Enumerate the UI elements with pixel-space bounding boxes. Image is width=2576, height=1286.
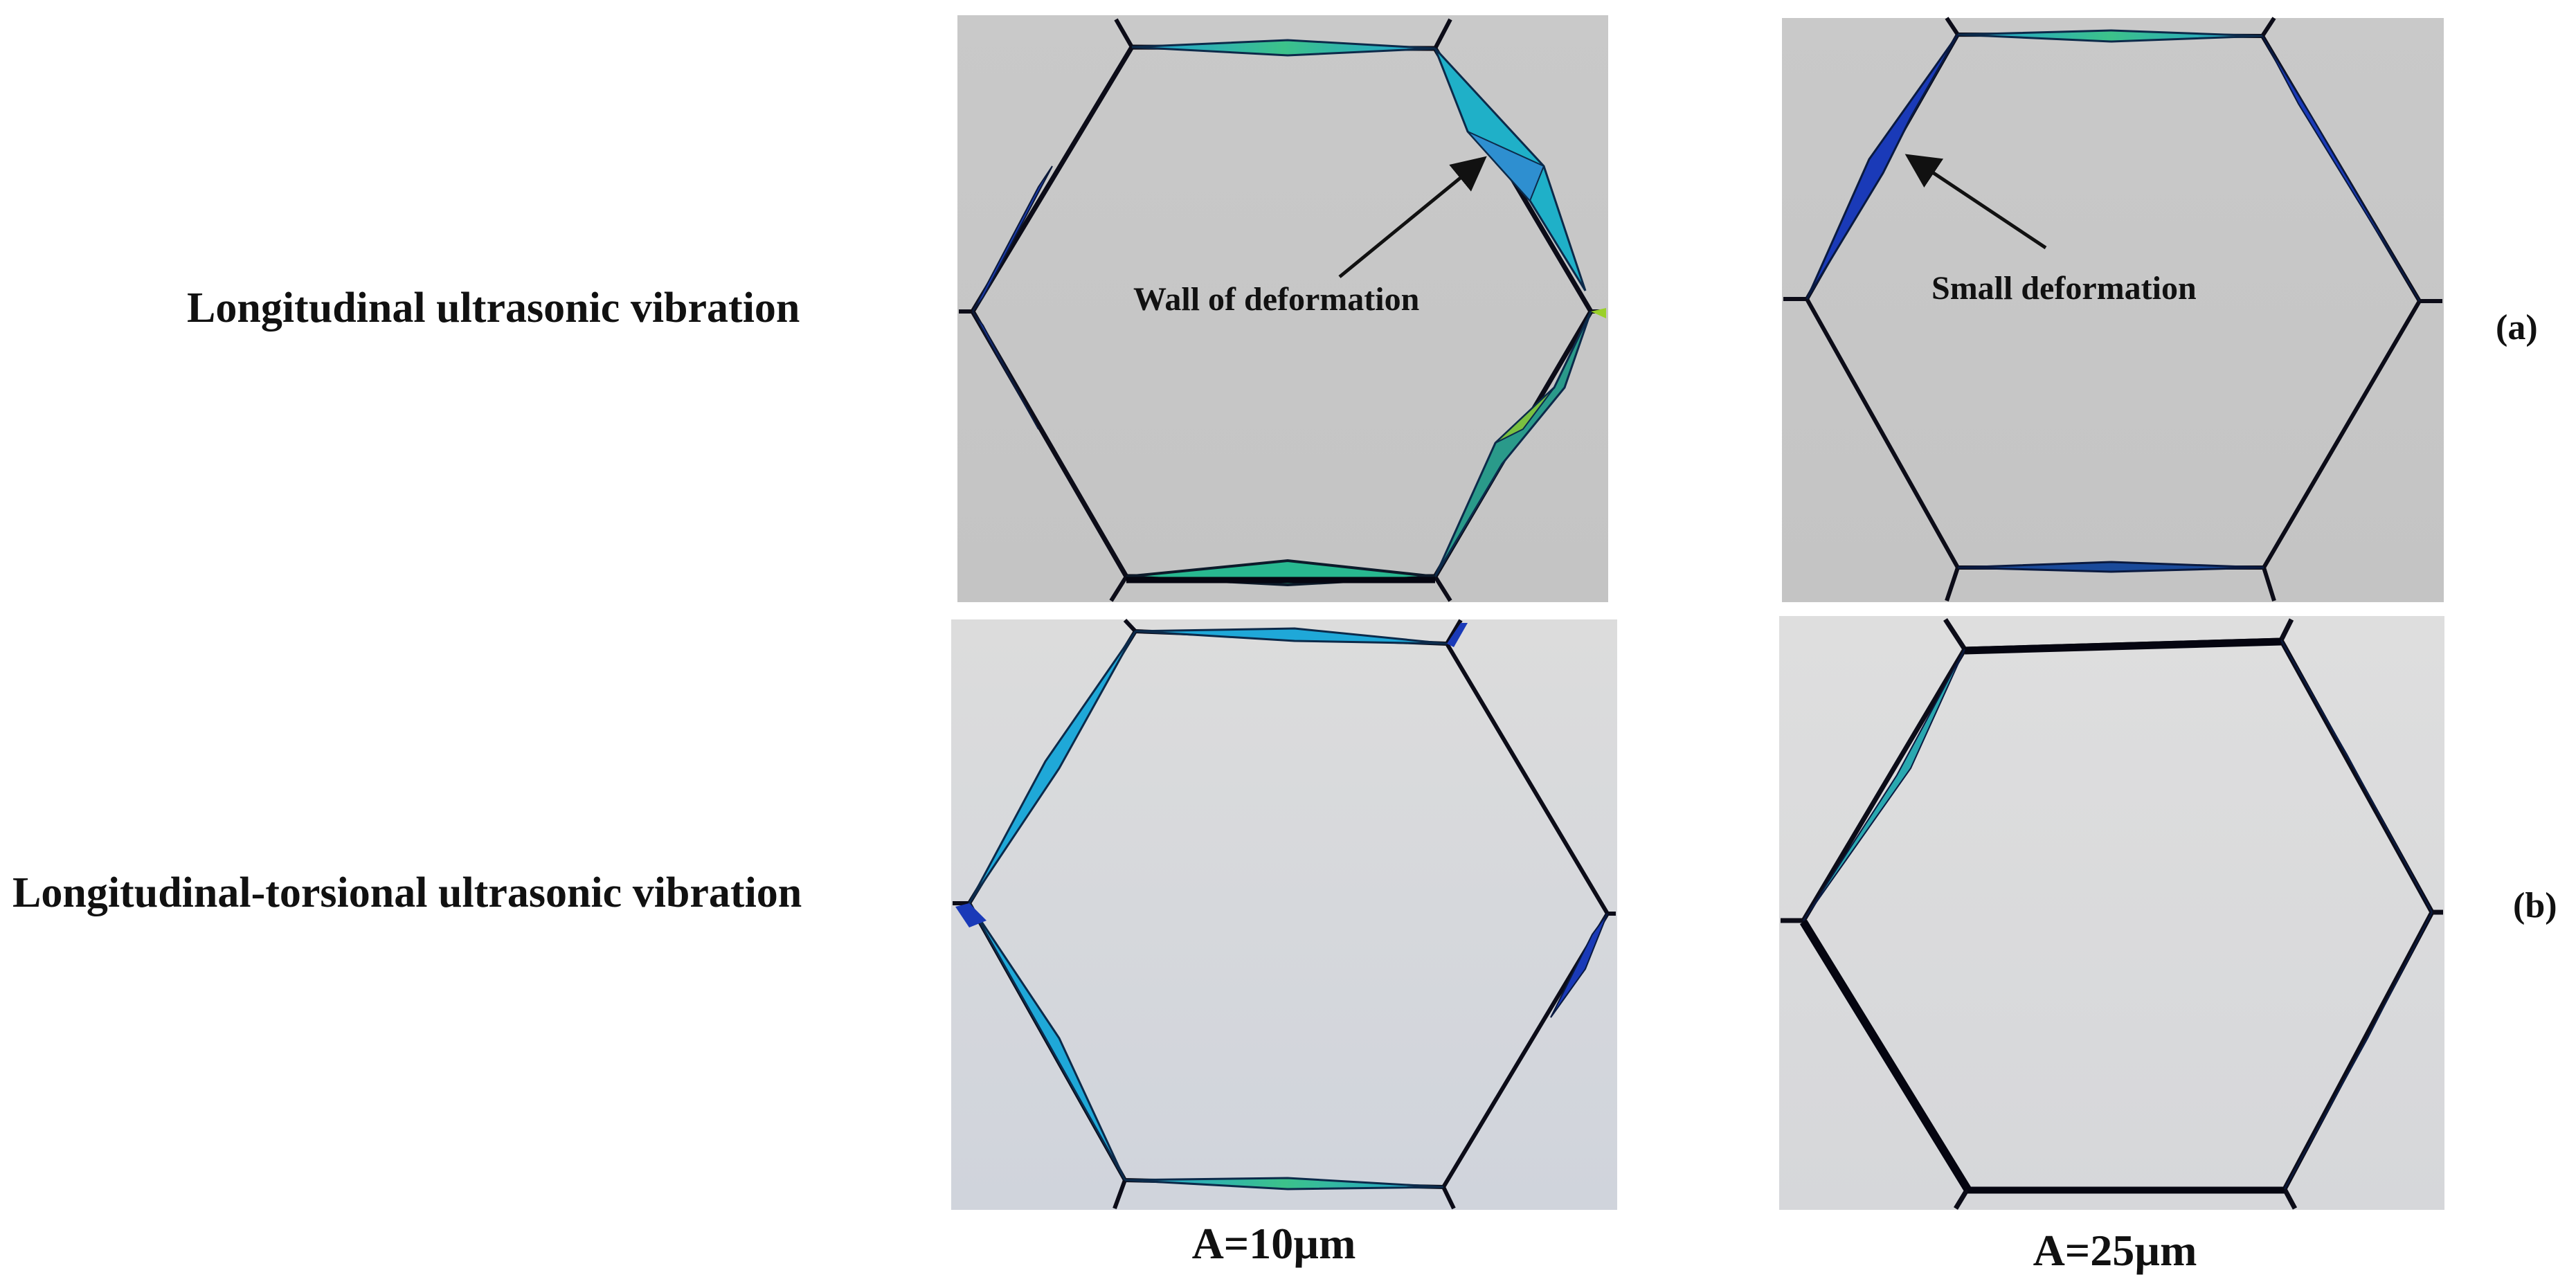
deformation-right-wall — [1550, 913, 1608, 1018]
panel-longitudinal-torsional-10um — [951, 618, 1617, 1210]
row-label-longitudinal-torsional: Longitudinal-torsional ultrasonic vibrat… — [12, 869, 802, 916]
deformation-facet — [1467, 131, 1545, 202]
row-tag-a: (a) — [2496, 308, 2538, 347]
column-label-25um: A=25µm — [2033, 1226, 2197, 1275]
deformation-facet — [1495, 387, 1555, 444]
deformation-left-upper-wall — [1805, 34, 1959, 300]
row-tag-b: (b) — [2513, 886, 2557, 925]
top-wall-edge — [1964, 637, 2282, 655]
annotation-small-deformation: Small deformation — [1931, 270, 2197, 307]
deformation-facet — [955, 903, 987, 927]
adjacent-cell-edges — [953, 618, 1616, 1210]
annotation-wall-of-deformation: Wall of deformation — [1133, 281, 1419, 318]
column-label-10um: A=10µm — [1192, 1219, 1356, 1268]
deformation-bottom-wall — [1124, 1177, 1444, 1190]
adjacent-cell-edges — [959, 18, 1606, 602]
annotation-arrow — [1904, 154, 2047, 250]
panel-longitudinal-torsional-25um — [1779, 616, 2444, 1210]
adjacent-cell-edges — [1783, 17, 2442, 601]
deformation-bottom-wall — [1957, 561, 2264, 573]
deformation-facet — [1447, 623, 1468, 647]
panel-background — [1782, 18, 2444, 602]
deformation-left-wall — [972, 165, 1053, 312]
deformation-right-upper-wall — [2262, 35, 2420, 302]
panel-longitudinal-25um: Small deformation — [1782, 17, 2444, 602]
annotation-arrow — [1338, 156, 1487, 278]
deformation-right-lower-wall — [2284, 912, 2433, 1190]
panel-background — [957, 15, 1608, 602]
panel-longitudinal-10um: Wall of deformation — [957, 15, 1608, 602]
left-lower-wall-edge — [1799, 919, 1972, 1192]
panel-background — [1779, 616, 2444, 1210]
deformation-facet — [1591, 308, 1606, 318]
adjacent-cell-edges — [1781, 618, 2443, 1210]
panel-background — [951, 619, 1617, 1210]
deformation-left-wall — [972, 311, 1039, 430]
deformation-left-upper-wall — [1803, 649, 1965, 921]
row-label-longitudinal: Longitudinal ultrasonic vibration — [187, 284, 800, 332]
